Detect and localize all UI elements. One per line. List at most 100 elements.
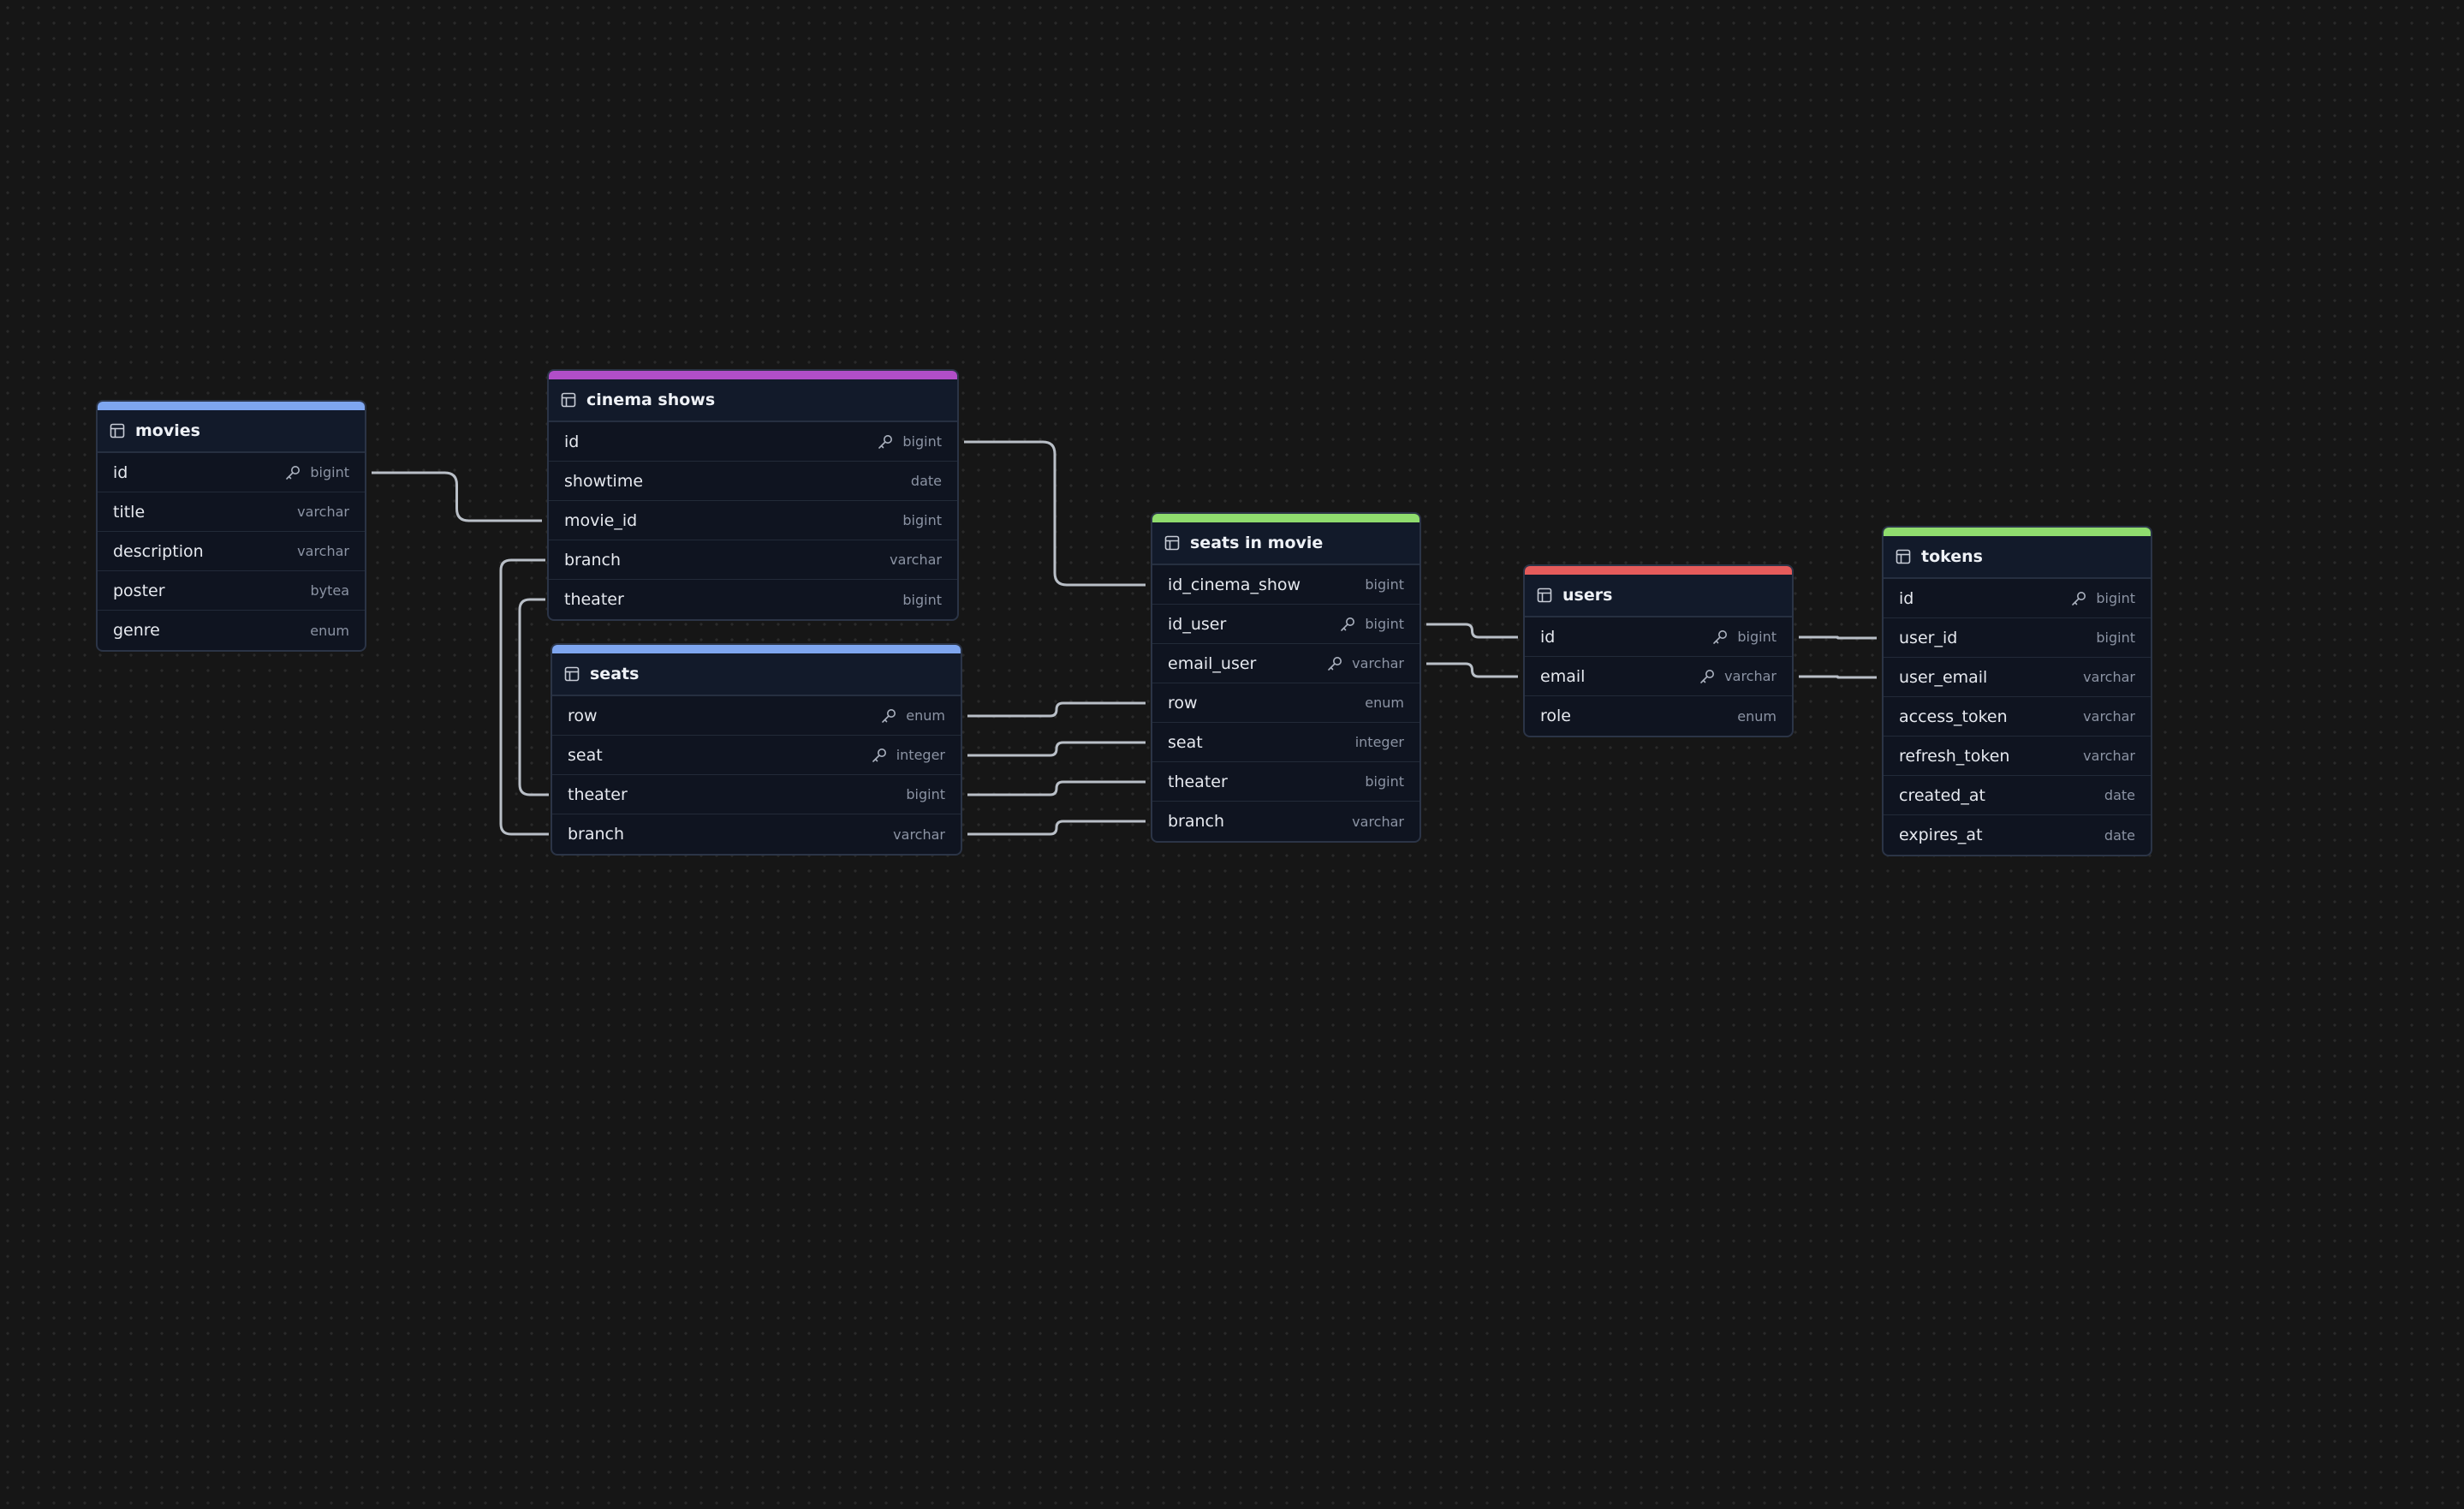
column-name: refresh_token: [1899, 746, 2010, 766]
column-type: varchar: [1724, 668, 1777, 684]
column-type: varchar: [2083, 748, 2135, 764]
column-row-user-id[interactable]: user_id bigint: [1884, 618, 2151, 658]
column-name: expires_at: [1899, 826, 1983, 844]
relation-edge-seats-row-to-seats-in-movie-row: [967, 701, 1146, 718]
column-name: theater: [564, 590, 624, 609]
table-header[interactable]: seats: [552, 653, 961, 696]
column-name: title: [113, 502, 146, 522]
table-accent-bar: [1152, 514, 1419, 522]
key-icon: [1699, 668, 1716, 685]
column-row-theater[interactable]: theater bigint: [1152, 762, 1419, 802]
column-row-title[interactable]: title varchar: [98, 492, 365, 532]
key-icon: [284, 464, 301, 481]
relation-edge-seats-theater-to-cinema-shows-theater: [518, 598, 549, 796]
column-name: branch: [564, 550, 622, 570]
key-icon: [1326, 655, 1343, 672]
column-row-id[interactable]: id bigint: [549, 422, 957, 462]
table-header[interactable]: movies: [98, 410, 365, 453]
column-name: poster: [113, 581, 165, 600]
table-accent-bar: [1525, 566, 1792, 575]
column-type: integer: [1354, 734, 1404, 750]
column-name: seat: [568, 745, 603, 765]
column-name: id: [1899, 588, 1914, 608]
column-name: user_email: [1899, 667, 1988, 687]
column-name: theater: [1168, 772, 1228, 791]
column-name: row: [568, 706, 598, 725]
key-icon: [1339, 616, 1356, 633]
column-row-refresh-token[interactable]: refresh_token varchar: [1884, 737, 2151, 776]
column-name: genre: [113, 621, 160, 640]
table-icon: [1537, 587, 1552, 603]
key-icon: [880, 707, 897, 725]
table-header[interactable]: tokens: [1884, 536, 2151, 579]
column-type: enum: [1737, 707, 1777, 725]
key-icon: [2070, 590, 2087, 607]
column-name: seat: [1168, 732, 1203, 752]
relation-edge-seats-branch-to-cinema-shows-branch: [499, 558, 549, 836]
relation-edge-seats-seat-to-seats-in-movie-seat: [967, 741, 1146, 757]
column-type: varchar: [2083, 708, 2135, 725]
column-name: id_user: [1168, 614, 1227, 634]
column-type: varchar: [1352, 813, 1404, 830]
column-name: user_id: [1899, 628, 1958, 647]
column-row-seat[interactable]: seat integer: [552, 736, 961, 775]
table-header[interactable]: seats in movie: [1152, 522, 1419, 565]
column-type: varchar: [1352, 655, 1404, 671]
column-type: bigint: [2096, 629, 2135, 646]
table-accent-bar: [552, 645, 961, 653]
column-type: bigint: [1365, 773, 1404, 790]
column-name: created_at: [1899, 785, 1985, 805]
table-name: cinema shows: [586, 391, 716, 409]
column-name: id: [1540, 627, 1556, 647]
table-header[interactable]: users: [1525, 575, 1792, 617]
column-type: integer: [896, 747, 945, 763]
column-type: bigint: [902, 433, 942, 450]
table-accent-bar: [549, 371, 957, 379]
column-name: email: [1540, 666, 1586, 686]
column-row-email-user[interactable]: email_user varchar: [1152, 644, 1419, 683]
column-row-email[interactable]: email varchar: [1525, 657, 1792, 696]
column-type: varchar: [297, 504, 349, 520]
table-name: users: [1562, 586, 1613, 605]
column-name: email_user: [1168, 653, 1257, 673]
relation-edge-seats-branch-to-seats-in-movie-branch: [967, 820, 1146, 836]
column-name: id: [564, 432, 580, 451]
column-type: bigint: [1365, 576, 1404, 593]
table-header[interactable]: cinema shows: [549, 379, 957, 422]
column-row-seat[interactable]: seat integer: [1152, 723, 1419, 762]
